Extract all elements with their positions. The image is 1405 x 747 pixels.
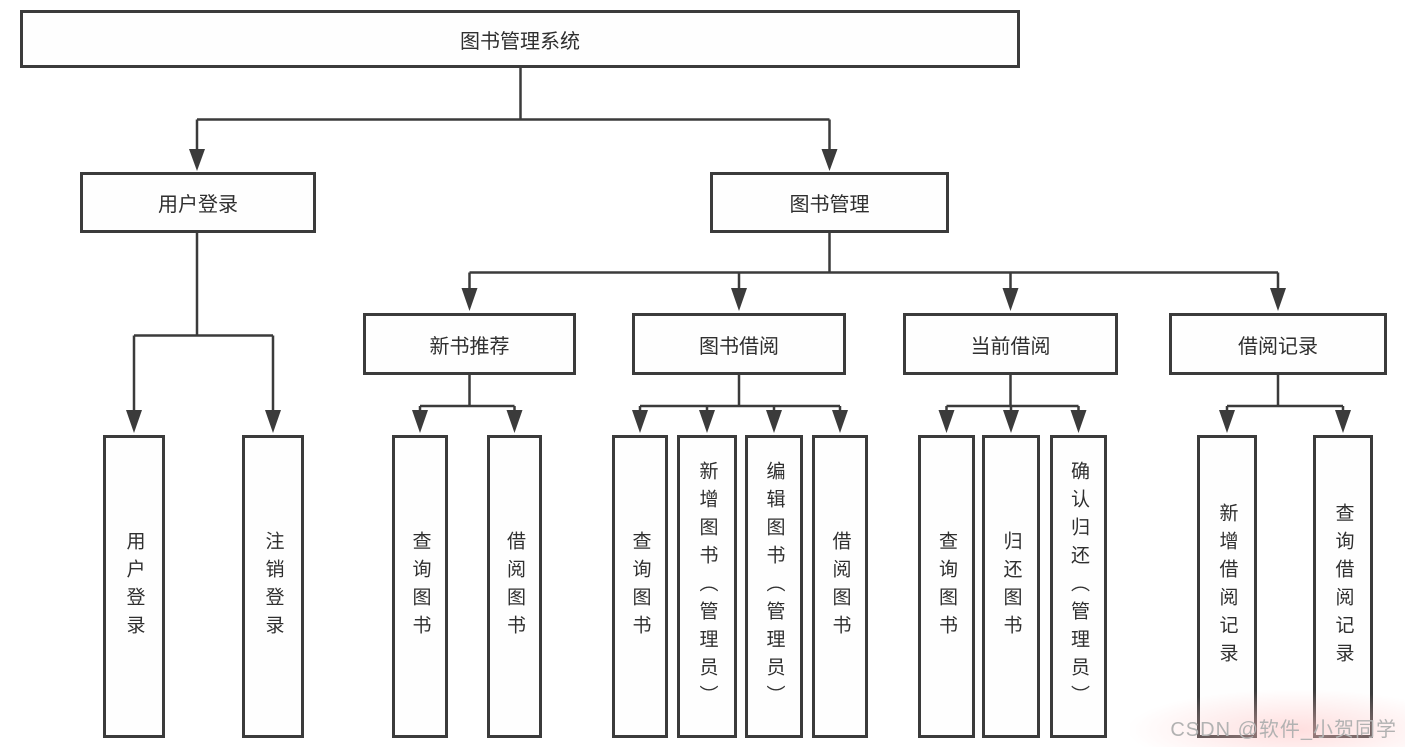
node-label: 借阅图书 <box>504 530 525 643</box>
node-label: 图书管理 <box>789 194 870 216</box>
node-label: 编辑图书（管理员） <box>763 460 785 713</box>
connector-borrow-records-to-leaves <box>1219 375 1351 433</box>
arrowhead <box>1219 410 1235 433</box>
node-label: 查询图书 <box>409 530 431 643</box>
arrowhead <box>506 410 523 433</box>
node-label: 当前借阅 <box>970 335 1051 358</box>
node-label: 归还图书 <box>1000 530 1022 643</box>
arrowhead <box>1270 288 1286 311</box>
arrowhead <box>699 410 715 433</box>
node-label: 图书借阅 <box>699 335 779 358</box>
connector-book-mgmt-to-level3 <box>461 233 1286 311</box>
node-leaf-logout: 注销登录 <box>242 435 304 738</box>
node-label: 新增图书（管理员） <box>696 460 718 713</box>
arrowhead <box>766 410 782 433</box>
arrowhead <box>1003 410 1019 433</box>
node-book-borrow: 图书借阅 <box>632 313 846 375</box>
connector-current-borrow-to-leaves <box>938 375 1087 433</box>
arrowhead <box>126 410 142 433</box>
arrowhead <box>938 410 955 433</box>
arrowhead <box>821 149 838 171</box>
node-root: 图书管理系统 <box>20 10 1020 68</box>
arrowhead <box>412 410 428 433</box>
node-leaf-query-books: 查询图书 <box>918 435 975 738</box>
node-label: 用户登录 <box>158 194 238 216</box>
connector-user-login-to-leaves <box>126 233 281 433</box>
node-label: 确认归还（管理员） <box>1068 460 1089 713</box>
node-leaf-query-books: 查询图书 <box>612 435 668 738</box>
node-label: 借阅图书 <box>829 530 851 643</box>
connector-root-to-level2 <box>189 68 838 171</box>
arrowhead <box>189 149 205 171</box>
node-leaf-edit-books-admin: 编辑图书（管理员） <box>745 435 803 738</box>
arrowhead <box>832 410 848 433</box>
node-label: 查询图书 <box>936 530 957 643</box>
arrowhead <box>1002 288 1019 311</box>
arrowhead <box>1070 410 1087 433</box>
arrowhead <box>461 288 478 311</box>
node-leaf-borrow-books: 借阅图书 <box>812 435 868 738</box>
node-label: 用户登录 <box>123 530 145 643</box>
node-leaf-confirm-return-admin: 确认归还（管理员） <box>1050 435 1107 738</box>
node-label: 注销登录 <box>262 530 284 643</box>
node-leaf-add-borrow-record: 新增借阅记录 <box>1197 435 1257 738</box>
node-label: 新书推荐 <box>429 335 510 358</box>
arrowhead <box>1335 410 1351 433</box>
arrowhead <box>265 410 281 433</box>
node-leaf-return-books: 归还图书 <box>982 435 1040 738</box>
node-label: 新增借阅记录 <box>1216 502 1238 671</box>
node-label: 查询图书 <box>629 530 651 643</box>
node-label: 图书管理系统 <box>460 30 580 53</box>
node-leaf-query-borrow-record: 查询借阅记录 <box>1313 435 1373 738</box>
connector-new-book-rec-to-leaves <box>412 375 523 433</box>
node-borrow-records: 借阅记录 <box>1169 313 1387 375</box>
node-leaf-borrow-books: 借阅图书 <box>487 435 542 738</box>
connector-book-borrow-to-leaves <box>632 375 848 433</box>
node-user-login: 用户登录 <box>80 172 316 233</box>
node-current-borrow: 当前借阅 <box>903 313 1118 375</box>
node-leaf-add-books-admin: 新增图书（管理员） <box>677 435 737 738</box>
node-leaf-user-login: 用户登录 <box>103 435 165 738</box>
node-label: 查询借阅记录 <box>1332 502 1354 671</box>
node-label: 借阅记录 <box>1238 335 1318 358</box>
arrowhead <box>731 288 747 311</box>
node-new-book-rec: 新书推荐 <box>363 313 576 375</box>
node-leaf-query-books: 查询图书 <box>392 435 448 738</box>
arrowhead <box>632 410 648 433</box>
csdn-watermark: CSDN @软件_小贺同学 <box>1170 719 1397 741</box>
node-book-mgmt: 图书管理 <box>710 172 949 233</box>
